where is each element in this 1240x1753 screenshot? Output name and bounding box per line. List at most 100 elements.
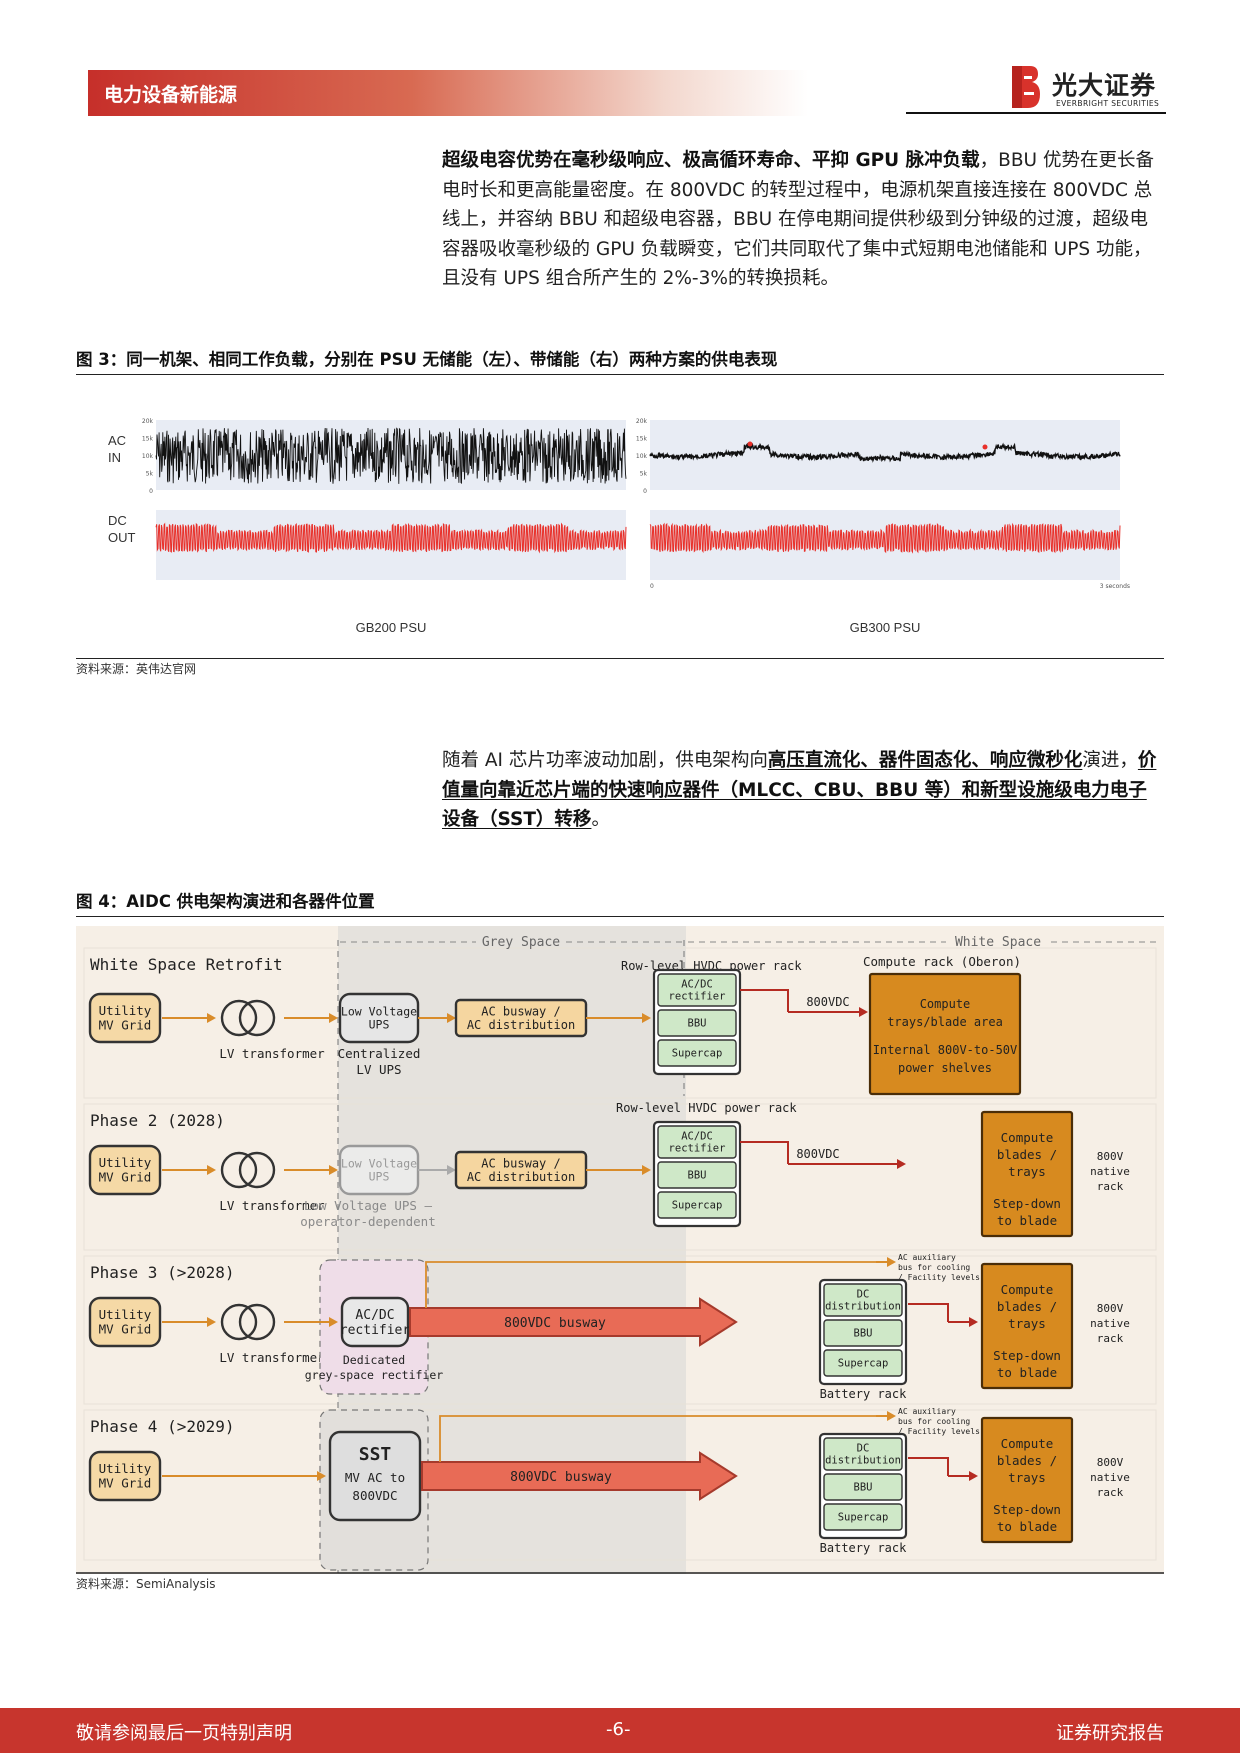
sst-box-label: 800VDC <box>352 1488 397 1503</box>
footer-disclaimer: 敬请参阅最后一页特别声明 <box>76 1723 292 1744</box>
y-tick-label: 5k <box>640 471 648 478</box>
lv-ups-box-label: Low Voltage <box>341 1004 417 1018</box>
brand-english: EVERBRIGHT SECURITIES <box>1056 99 1160 108</box>
dc-link-arrow-head <box>859 1007 868 1017</box>
hvdc-power-rack-item-label: rectifier <box>669 1143 726 1155</box>
battery-rack-label: Battery rack <box>820 1387 907 1401</box>
dc-out-series <box>155 522 627 554</box>
dc-link-arrow-head <box>897 1159 906 1169</box>
hvdc-power-rack-item-label: BBU <box>688 1018 707 1030</box>
compute-blade-rack-label: blades / <box>997 1299 1057 1314</box>
dc-out-series <box>649 522 1121 554</box>
compute-blade-rack-label: to blade <box>997 1213 1057 1228</box>
x-tick-label: 3 seconds <box>1100 583 1130 590</box>
brand-name: 光大证券 <box>1052 71 1157 100</box>
ac-peak-marker <box>982 444 988 450</box>
battery-rack-item-label: distribution <box>825 1301 901 1313</box>
compute-rack-oberon <box>868 972 1022 1096</box>
white-space-label: White Space <box>955 935 1041 950</box>
transformer-label: LV transformer <box>219 1350 325 1365</box>
dc-link-line <box>740 989 789 1012</box>
feed-arrow-head <box>642 1013 651 1023</box>
phase-title: Phase 3 (>2028) <box>90 1263 235 1282</box>
hvdc-power-rack-item <box>657 1191 737 1219</box>
dc-link-line <box>908 1457 949 1476</box>
feed-arrow-head <box>207 1165 216 1175</box>
phase-title: White Space Retrofit <box>90 955 283 974</box>
lv-transformer-icon <box>220 1303 258 1341</box>
row-label: OUT <box>108 530 136 545</box>
footer-report-type: 证券研究报告 <box>1056 1723 1164 1744</box>
lv-ups-box-label: UPS <box>369 1170 390 1184</box>
battery-rack-item-label: distribution <box>825 1455 901 1467</box>
battery-rack-item-label: Supercap <box>838 1512 889 1524</box>
dc-link-arrow-head <box>969 1317 978 1327</box>
feed-arrow-head <box>329 1165 338 1175</box>
paragraph-architecture: 随着 AI 芯片功率波动加剧，供电架构向高压直流化、器件固态化、响应微秒化演进，… <box>442 746 1164 835</box>
aux-bus-label: bus for cooling <box>898 1263 970 1272</box>
compute-rack-label: Internal 800V-to-50V <box>873 1043 1018 1057</box>
compute-blade-rack-label: to blade <box>997 1365 1057 1380</box>
ac-busway-box-label: AC busway / <box>481 1156 560 1170</box>
transformer-label: LV transformer <box>219 1046 325 1061</box>
utility-mv-grid-box-label: MV Grid <box>99 1322 152 1337</box>
ac-busway-box-label: AC busway / <box>481 1004 560 1018</box>
lv-transformer-icon <box>238 1151 276 1189</box>
aux-bus-line <box>439 1415 884 1462</box>
hvdc-power-rack-item-label: rectifier <box>669 991 726 1003</box>
lv-transformer-icon <box>238 1303 276 1341</box>
para2-text-3: 。 <box>591 809 610 830</box>
acdc-rectifier-box <box>340 1296 410 1348</box>
feed-arrow-head <box>317 1471 326 1481</box>
para2-text-2: 演进， <box>1082 750 1138 771</box>
acdc-rectifier-box-label: rectifier <box>340 1323 411 1338</box>
ups-caption: Low Voltage UPS – <box>304 1198 432 1213</box>
figure3-title: 图 3：同一机架、相同工作负载，分别在 PSU 无储能（左）、带储能（右）两种方… <box>76 346 1164 375</box>
dc-link-label: 800VDC <box>796 1147 839 1161</box>
hvdc-power-rack-item <box>657 973 737 1007</box>
aux-bus-arrow-head <box>887 1257 896 1267</box>
hvdc-power-rack-item <box>657 1125 737 1159</box>
phase-row-frame <box>83 1409 1157 1561</box>
ac-in-series <box>649 442 1121 463</box>
phase-row-frame <box>83 1255 1157 1405</box>
battery-rack-item-label: DC <box>857 1289 870 1301</box>
figure3-source: 资料来源：英伟达官网 <box>76 662 197 676</box>
utility-mv-grid-box-label: Utility <box>99 1461 152 1476</box>
compute-blade-rack-label: Compute <box>1001 1130 1054 1145</box>
compute-blade-rack <box>980 1262 1074 1390</box>
ac-busway-box-label: AC distribution <box>467 1170 575 1184</box>
compute-blade-rack-label: Step-down <box>993 1502 1061 1517</box>
figure3-bottom-rule <box>76 658 1164 659</box>
aux-bus-label: AC auxiliary <box>898 1253 956 1262</box>
ups-caption: LV UPS <box>356 1062 401 1077</box>
hvdc-power-rack-item <box>657 1161 737 1189</box>
compute-blade-rack-label: Step-down <box>993 1196 1061 1211</box>
utility-mv-grid-box <box>88 1296 162 1348</box>
compute-blade-rack-label: blades / <box>997 1453 1057 1468</box>
phase-title: Phase 4 (>2029) <box>90 1417 235 1436</box>
ac-peak-marker <box>747 441 753 447</box>
row-label: DC <box>108 513 127 528</box>
feed-arrow-head <box>447 1013 456 1023</box>
para2-text-1: 随着 AI 芯片功率波动加剧，供电架构向 <box>442 750 768 771</box>
aux-bus-label: bus for cooling <box>898 1417 970 1426</box>
battery-rack-item <box>823 1503 903 1531</box>
utility-mv-grid-box-label: Utility <box>99 1155 152 1170</box>
lv-ups-box-label: UPS <box>369 1018 390 1032</box>
y-tick-label: 10k <box>142 453 154 460</box>
phase-row-frame <box>83 1103 1157 1251</box>
ups-caption: operator-dependent <box>300 1214 435 1229</box>
hvdc-power-rack-item-label: AC/DC <box>681 1131 713 1143</box>
aux-bus-arrow-head <box>887 1411 896 1421</box>
header-band <box>88 70 808 116</box>
y-tick-label: 5k <box>146 471 154 478</box>
battery-rack-item <box>823 1283 903 1317</box>
y-tick-label: 0 <box>643 488 647 495</box>
utility-mv-grid-box <box>88 1450 162 1502</box>
feed-arrow-head <box>207 1317 216 1327</box>
aux-bus-label: / Facility levels <box>898 1273 980 1282</box>
compute-blade-rack-label: blades / <box>997 1147 1057 1162</box>
dc-link-line <box>740 1141 789 1164</box>
